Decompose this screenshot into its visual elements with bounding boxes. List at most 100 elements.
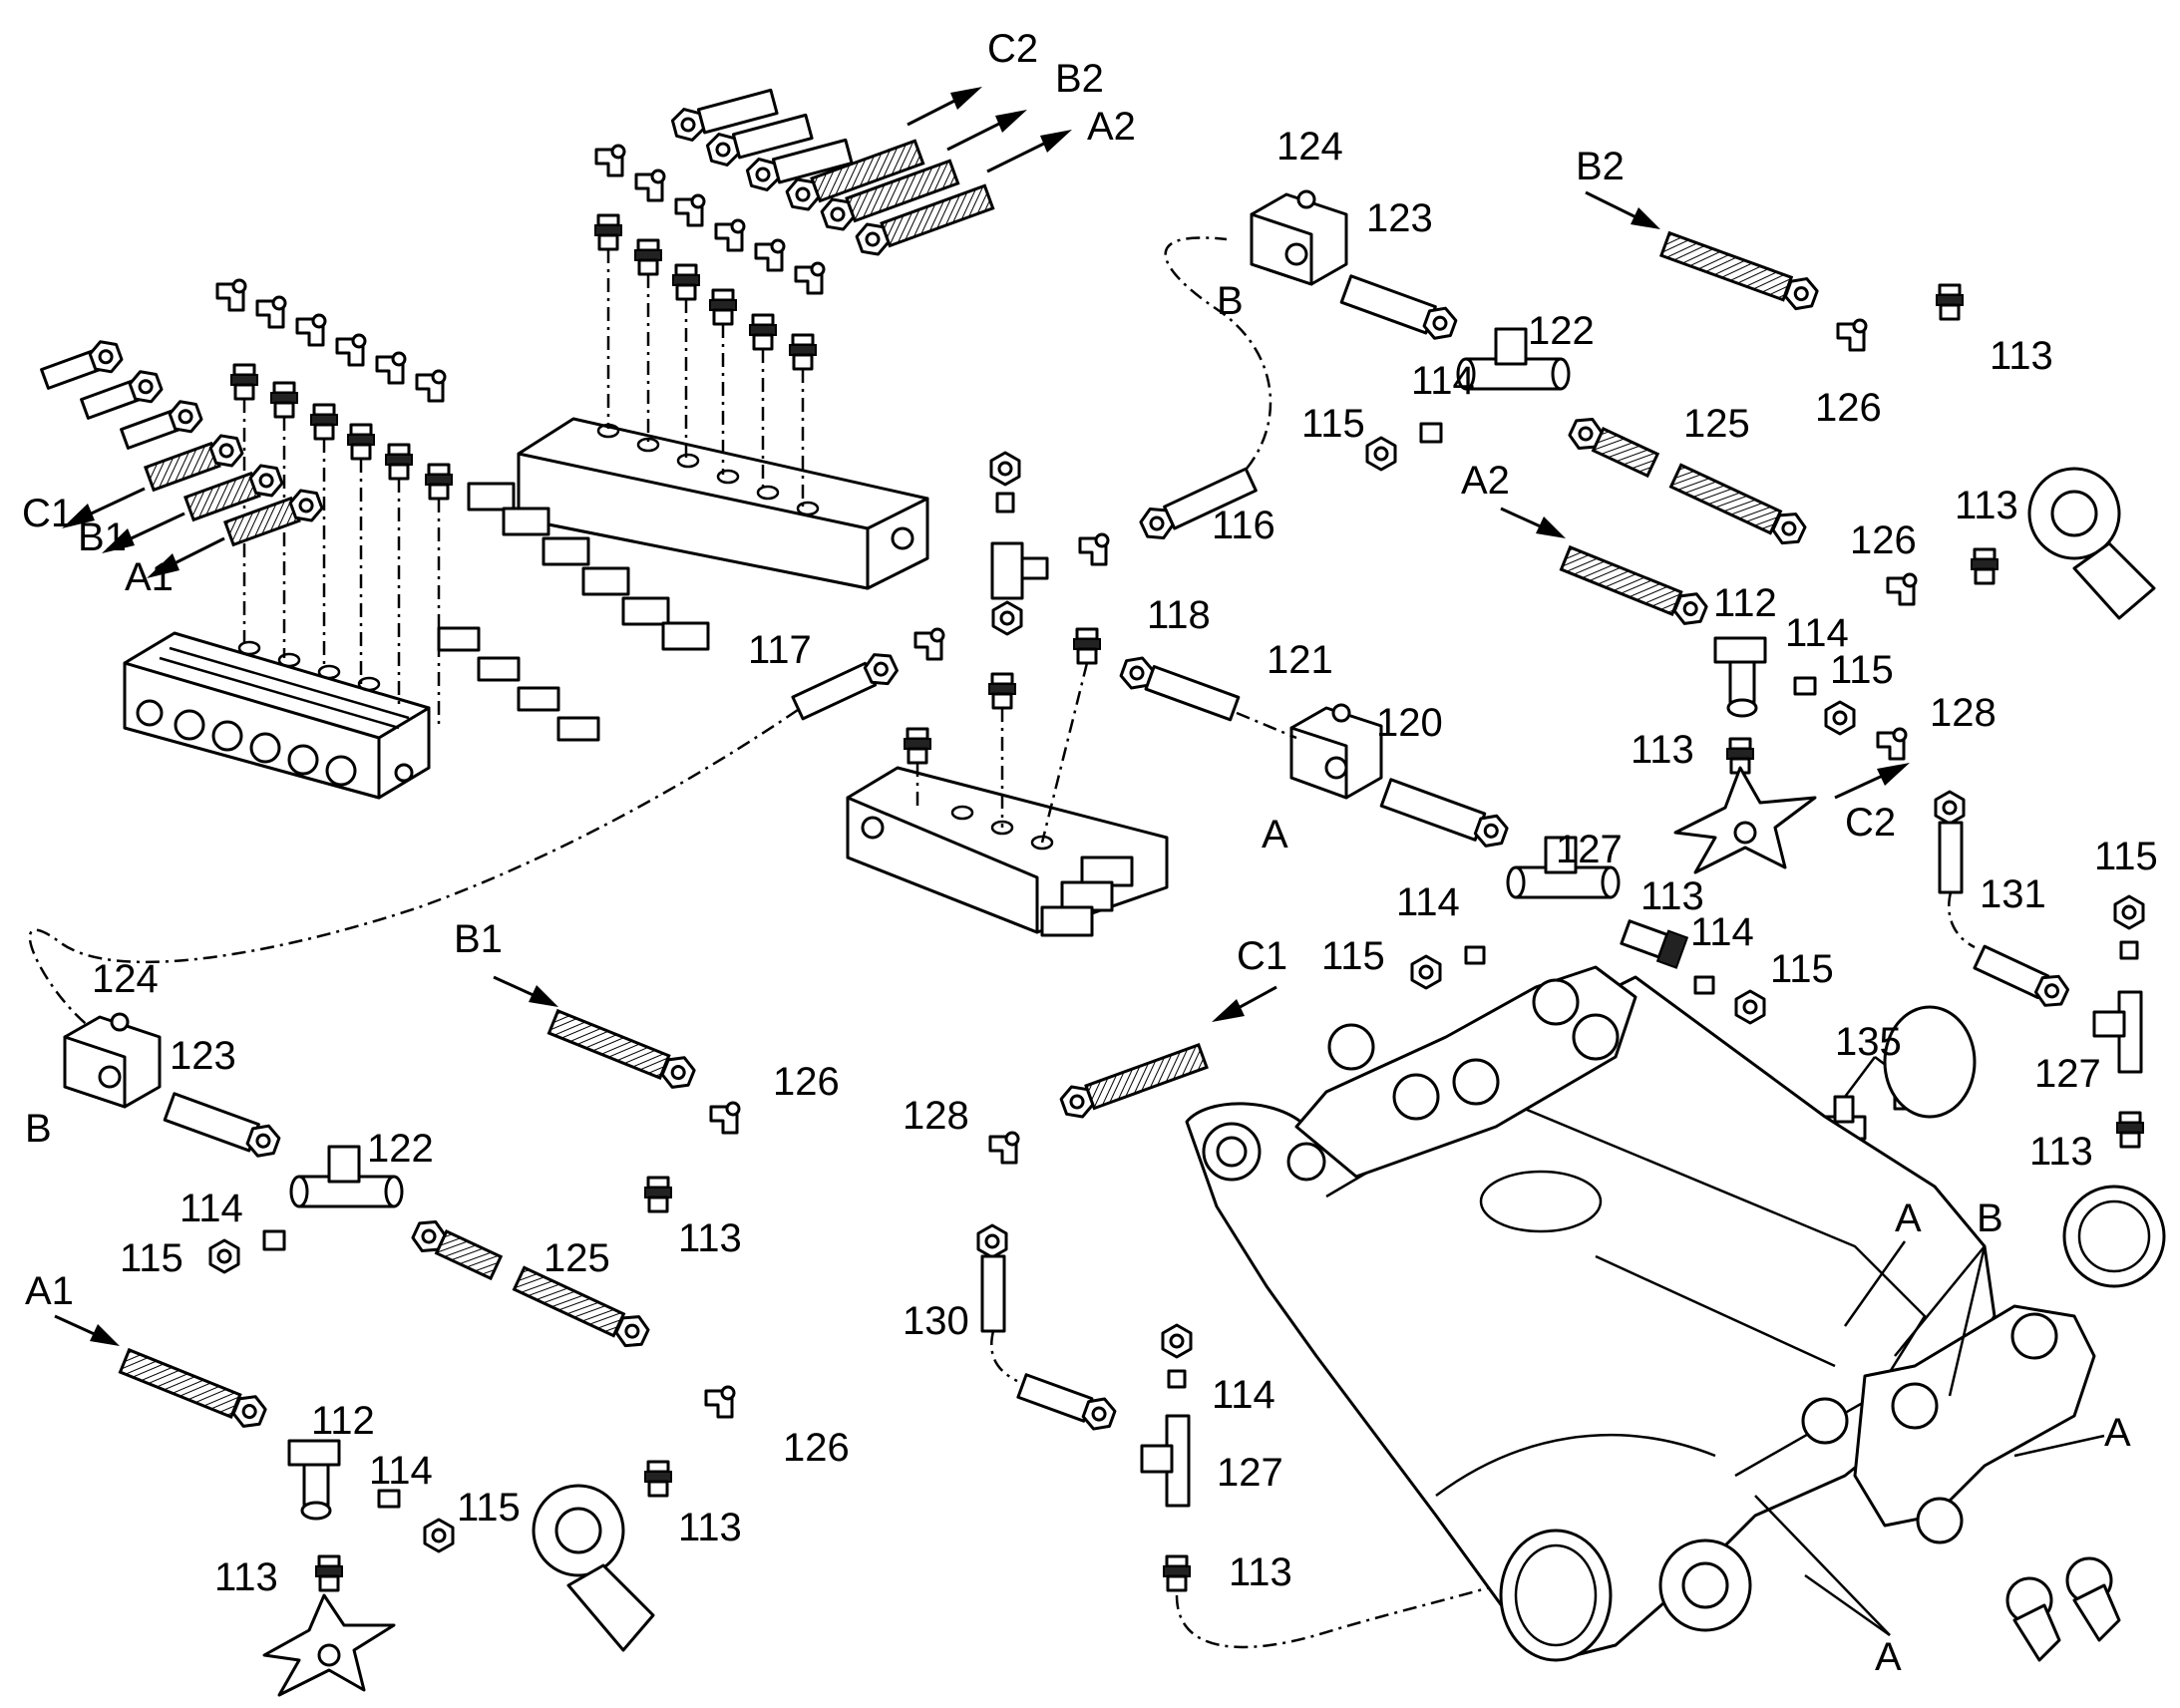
part-123-bolt-left xyxy=(163,1092,284,1163)
label-b-top: B xyxy=(1217,279,1244,323)
label-113-bot: 113 xyxy=(1229,1550,1292,1594)
label-b-boom: B xyxy=(1977,1196,2003,1240)
label-113-tr: 113 xyxy=(1990,334,2053,378)
clamp-top xyxy=(1250,189,1348,286)
b2-right-hose xyxy=(1658,230,1822,315)
label-114-mid: 114 xyxy=(1396,880,1460,924)
center-small-block xyxy=(846,451,1169,937)
label-c2-top: C2 xyxy=(987,27,1038,71)
label-112-left: 112 xyxy=(311,1399,375,1443)
label-c2-right: C2 xyxy=(1845,801,1896,845)
part-117-bolt xyxy=(791,647,903,721)
label-c1-mid: C1 xyxy=(1237,934,1287,978)
part-125-hose-left xyxy=(408,1214,653,1354)
label-b1-mid: B1 xyxy=(454,917,503,961)
label-127-far: 127 xyxy=(2034,1052,2101,1096)
label-114-left: 114 xyxy=(180,1187,243,1230)
part-127-tee-mid xyxy=(1506,836,1621,899)
label-115-mid2: 115 xyxy=(1770,947,1834,991)
eye-bracket-top-right xyxy=(2027,467,2156,620)
label-130: 130 xyxy=(903,1299,969,1343)
label-122-top: 122 xyxy=(1528,309,1595,353)
label-114-top: 114 xyxy=(1411,359,1475,403)
part-127-tee-far xyxy=(2092,990,2143,1074)
top-distributor-block xyxy=(467,417,929,651)
label-115-r: 115 xyxy=(1830,648,1894,692)
clamp-mid xyxy=(1289,703,1383,800)
part-120-bolt xyxy=(1379,778,1512,853)
label-126-left2: 126 xyxy=(783,1426,850,1470)
label-115-left2: 115 xyxy=(457,1486,521,1530)
label-126-left: 126 xyxy=(773,1060,840,1104)
top-port-arrows xyxy=(907,87,1072,173)
label-b-left: B xyxy=(25,1107,52,1151)
label-116: 116 xyxy=(1212,504,1275,547)
label-a-boom2: A xyxy=(2104,1411,2131,1455)
label-120: 120 xyxy=(1376,701,1443,745)
label-114-left2: 114 xyxy=(369,1449,433,1493)
c1-mid-hose xyxy=(1056,1042,1209,1124)
label-123-left: 123 xyxy=(170,1034,236,1078)
label-123-top: 123 xyxy=(1366,196,1433,240)
a1-bottom-hose xyxy=(118,1347,270,1434)
label-118: 118 xyxy=(1147,593,1211,637)
label-113-left2: 113 xyxy=(214,1555,278,1599)
label-a-boom3: A xyxy=(1875,1635,1902,1679)
part-112-tee-left xyxy=(287,1439,341,1521)
label-115-far: 115 xyxy=(2094,835,2158,878)
label-113-tr2: 113 xyxy=(1955,484,2018,527)
label-c1-left: C1 xyxy=(22,492,73,535)
part-112-tee-right xyxy=(1713,636,1767,718)
label-115-mid: 115 xyxy=(1321,934,1385,978)
label-124-left: 124 xyxy=(92,957,159,1001)
part-labels: C2 B2 A2 C1 B1 A1 117 124 123 B 122 114 … xyxy=(22,27,2158,1679)
part-118-bolt xyxy=(1116,651,1241,722)
label-a-mid: A xyxy=(1262,813,1288,856)
label-114-mid2: 114 xyxy=(1690,910,1754,954)
label-115-top: 115 xyxy=(1301,402,1365,446)
label-121: 121 xyxy=(1267,638,1333,682)
label-125-left: 125 xyxy=(544,1236,610,1280)
cover-plate-right xyxy=(2062,1185,2166,1288)
label-b2-right: B2 xyxy=(1576,145,1625,188)
label-b2-top: B2 xyxy=(1055,57,1104,101)
label-135: 135 xyxy=(1835,1020,1902,1064)
label-113-mid: 113 xyxy=(1640,874,1704,918)
label-112-r: 112 xyxy=(1713,581,1777,625)
label-113-r: 113 xyxy=(1631,728,1694,772)
cover-plate-bottom xyxy=(1499,1529,1613,1662)
left-port-arrows xyxy=(62,487,225,578)
part-127-tee-bot xyxy=(1140,1414,1191,1508)
part-122-tee-top xyxy=(1456,327,1571,391)
eye-bracket-bottom-left xyxy=(532,1484,655,1652)
label-125-top: 125 xyxy=(1683,402,1750,446)
left-distributor-block xyxy=(123,626,600,800)
label-113-left3: 113 xyxy=(678,1506,742,1549)
eye-brackets-bottom-right xyxy=(2005,1556,2121,1662)
label-122-left: 122 xyxy=(367,1127,434,1171)
label-117: 117 xyxy=(748,628,812,672)
label-114-r: 114 xyxy=(1785,611,1849,655)
label-115-left: 115 xyxy=(120,1236,183,1280)
part-131-bolt xyxy=(1934,790,2073,1013)
label-128-mid: 128 xyxy=(903,1094,969,1138)
part-130-bolt xyxy=(976,1223,1120,1436)
label-128-r: 128 xyxy=(1930,691,1997,735)
label-131: 131 xyxy=(1980,872,2046,916)
label-113-left: 113 xyxy=(678,1216,742,1260)
label-124-top: 124 xyxy=(1276,125,1343,169)
label-a-boom1: A xyxy=(1895,1196,1922,1240)
label-113-far: 113 xyxy=(2029,1130,2093,1174)
boom-assembly xyxy=(1185,965,2096,1662)
label-127-bot: 127 xyxy=(1217,1451,1283,1495)
label-127-mid: 127 xyxy=(1556,828,1623,871)
left-hoses xyxy=(40,335,327,547)
label-a2-top: A2 xyxy=(1087,105,1136,149)
clamp-left xyxy=(63,1012,162,1109)
label-a1-left: A1 xyxy=(125,555,174,599)
top-block-nipples xyxy=(593,213,818,507)
label-a1-bottom: A1 xyxy=(25,1269,74,1313)
boom-leaders xyxy=(1754,1240,2105,1637)
part-125-hose-top xyxy=(1565,412,1810,551)
